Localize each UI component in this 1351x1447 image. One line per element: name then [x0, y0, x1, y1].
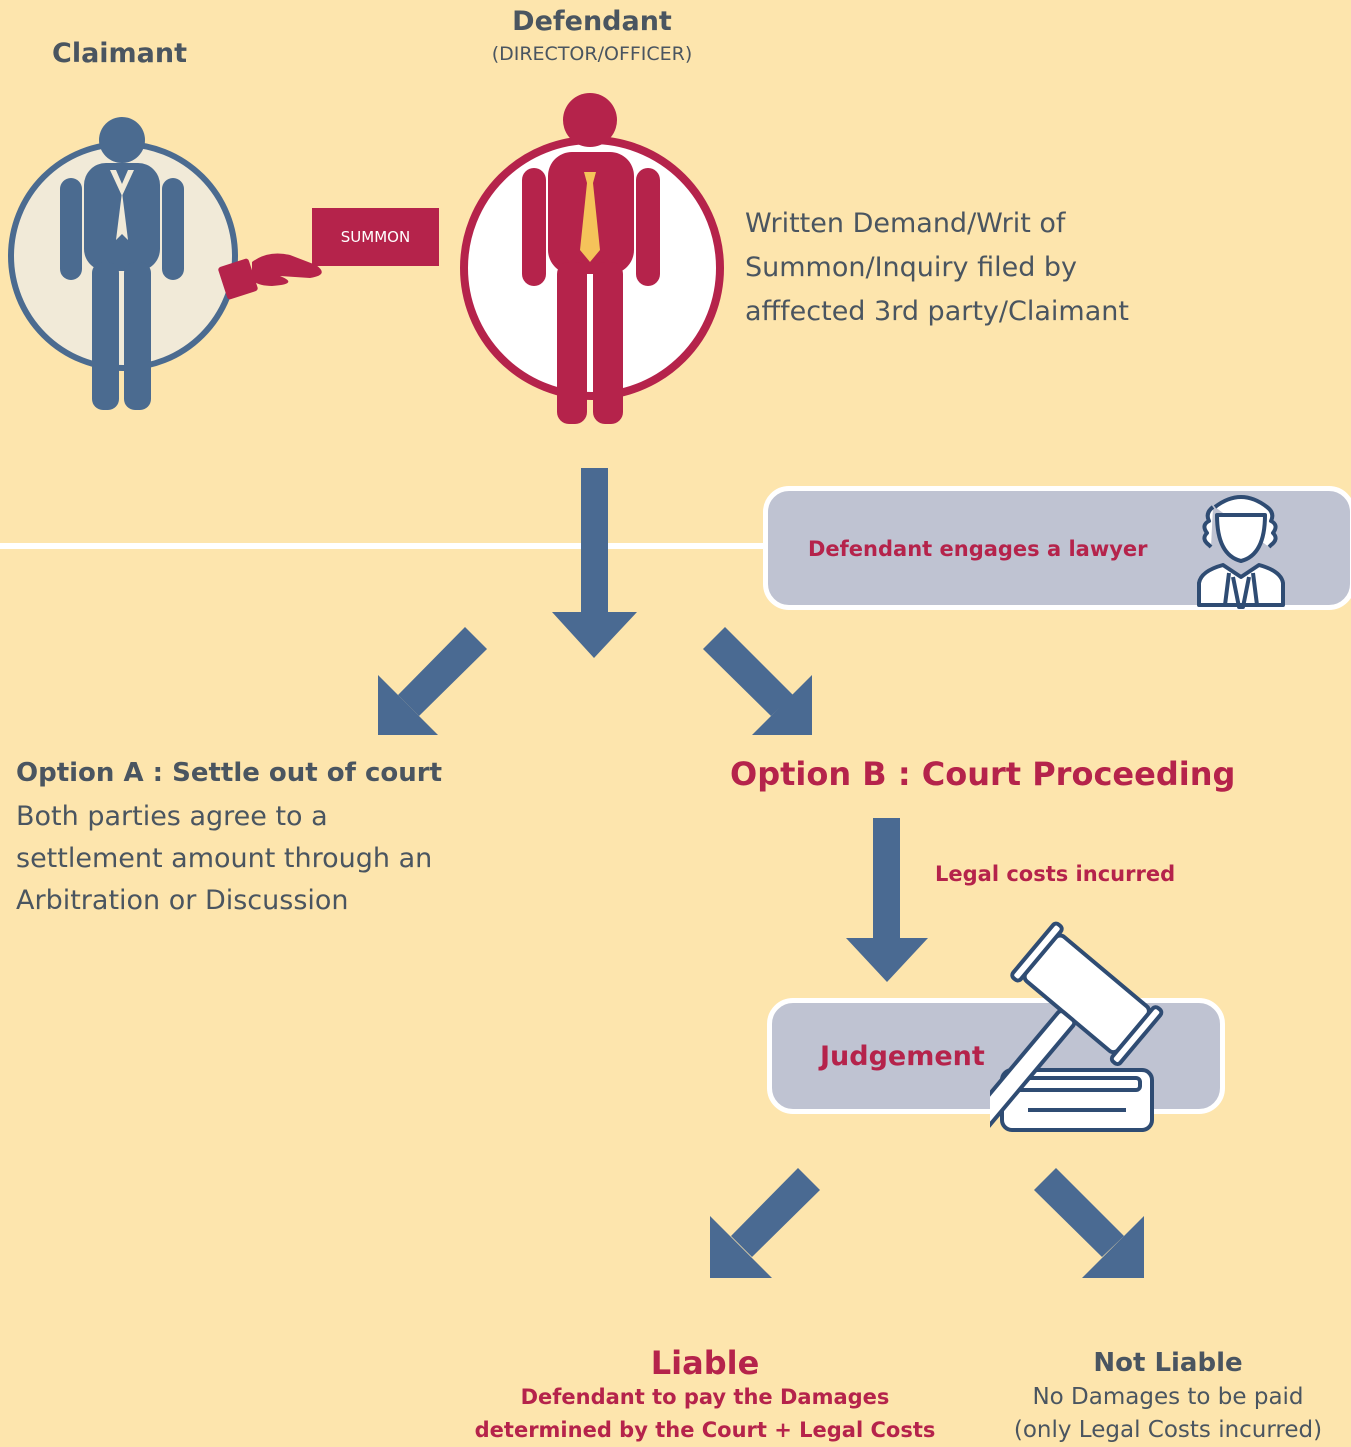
option-a-title: Option A : Settle out of court — [16, 758, 443, 788]
gavel-icon — [990, 921, 1164, 1140]
liable-title: Liable — [650, 1344, 760, 1382]
legal-costs-label: Legal costs incurred — [935, 862, 1176, 886]
defendant-label: Defendant — [512, 6, 672, 37]
summon-card — [312, 208, 439, 266]
hand-icon — [218, 253, 322, 300]
lawyer-label: Defendant engages a lawyer — [808, 537, 1148, 561]
claimant-label: Claimant — [52, 38, 188, 69]
judgement-label: Judgement — [820, 1041, 985, 1072]
option-b-title: Option B : Court Proceeding — [730, 755, 1236, 793]
arrow-liable — [710, 1168, 820, 1278]
arrow-option-a — [378, 627, 487, 735]
summon-label: SUMMON — [340, 228, 411, 246]
arrow-to-judgement — [846, 818, 928, 982]
lawyer-icon — [1197, 495, 1285, 609]
arrow-down-main — [552, 468, 637, 658]
written-demand-text: Written Demand/Writ of Summon/Inquiry fi… — [745, 208, 1129, 327]
divider-line — [0, 543, 780, 549]
not-liable-title: Not Liable — [1093, 1348, 1243, 1378]
liable-description: Defendant to pay the Damages determined … — [474, 1385, 936, 1442]
defendant-sublabel: (DIRECTOR/OFFICER) — [491, 43, 693, 65]
option-a-description: Both parties agree to a settlement amoun… — [16, 801, 433, 916]
claimant-figure — [8, 117, 238, 410]
arrow-option-b — [703, 627, 812, 735]
lawyer-box: Defendant engages a lawyer — [763, 486, 1351, 610]
defendant-figure — [460, 93, 724, 424]
arrow-not-liable — [1034, 1168, 1144, 1278]
not-liable-description: No Damages to be paid (only Legal Costs … — [1013, 1384, 1323, 1443]
